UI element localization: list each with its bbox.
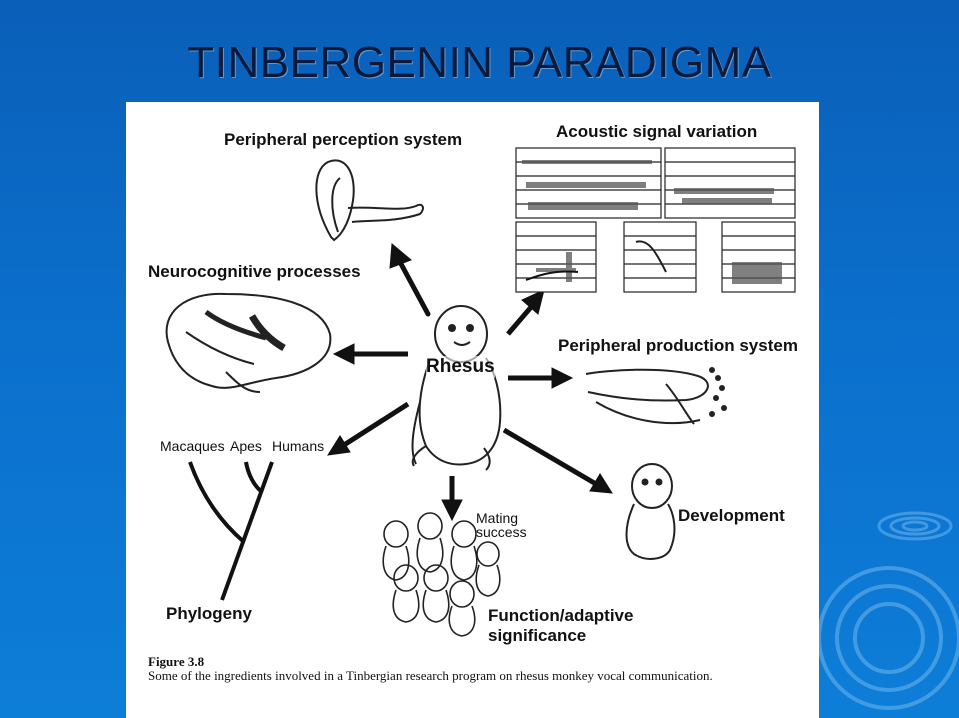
- arrowhead-development: [589, 473, 613, 494]
- arrowhead-perception: [389, 242, 412, 269]
- figure-caption: Figure 3.8 Some of the ingredients invol…: [148, 655, 788, 683]
- arrowhead-mating: [441, 499, 463, 522]
- ripple-decoration: [819, 511, 959, 710]
- arrowhead-neuro: [332, 343, 355, 365]
- label-phylogeny: Phylogeny: [166, 604, 252, 623]
- label-success: success: [476, 524, 527, 540]
- label-production: Peripheral production system: [558, 336, 798, 355]
- label-perception: Peripheral perception system: [224, 130, 463, 149]
- label-function: Function/adaptive: [488, 606, 634, 625]
- figure-drawing: [165, 147, 796, 637]
- brain-drawing: [165, 292, 332, 393]
- ear-drawing: [315, 159, 424, 242]
- label-apes: Apes: [230, 438, 262, 454]
- vocal-tract-drawing: [585, 368, 709, 425]
- label-significance: significance: [488, 626, 587, 645]
- caption-text: Some of the ingredients involved in a Ti…: [148, 668, 713, 683]
- label-acoustic: Acoustic signal variation: [556, 122, 758, 141]
- vocal-tract-dots: [709, 367, 727, 417]
- rhesus-monkey-drawing: [411, 305, 502, 471]
- slide-title: TINBERGENIN PARADIGMA: [187, 38, 772, 87]
- arrowhead-production: [551, 367, 574, 389]
- tinbergen-figure: Peripheral perception system Acoustic si…: [126, 102, 819, 718]
- arrowhead-acoustic: [521, 289, 545, 315]
- label-development: Development: [678, 506, 785, 525]
- arrow-to-perception: [397, 259, 431, 317]
- spectrogram-traces: [522, 160, 782, 284]
- phylogeny-tree: [188, 461, 274, 601]
- development-monkey-drawing: [625, 463, 676, 560]
- label-rhesus: Rhesus: [426, 356, 495, 378]
- label-mating: Mating: [476, 510, 519, 526]
- label-humans: Humans: [272, 438, 325, 454]
- caption-figure-number: Figure 3.8: [148, 654, 205, 669]
- monkey-group-drawing: [382, 512, 501, 637]
- arrow-to-acoustic: [506, 304, 534, 336]
- arrow-to-development: [502, 427, 598, 487]
- label-neurocognitive: Neurocognitive processes: [148, 262, 361, 281]
- arrowhead-phylogeny: [327, 435, 351, 456]
- label-macaques: Macaques: [160, 438, 225, 454]
- arrow-to-phylogeny: [342, 401, 410, 448]
